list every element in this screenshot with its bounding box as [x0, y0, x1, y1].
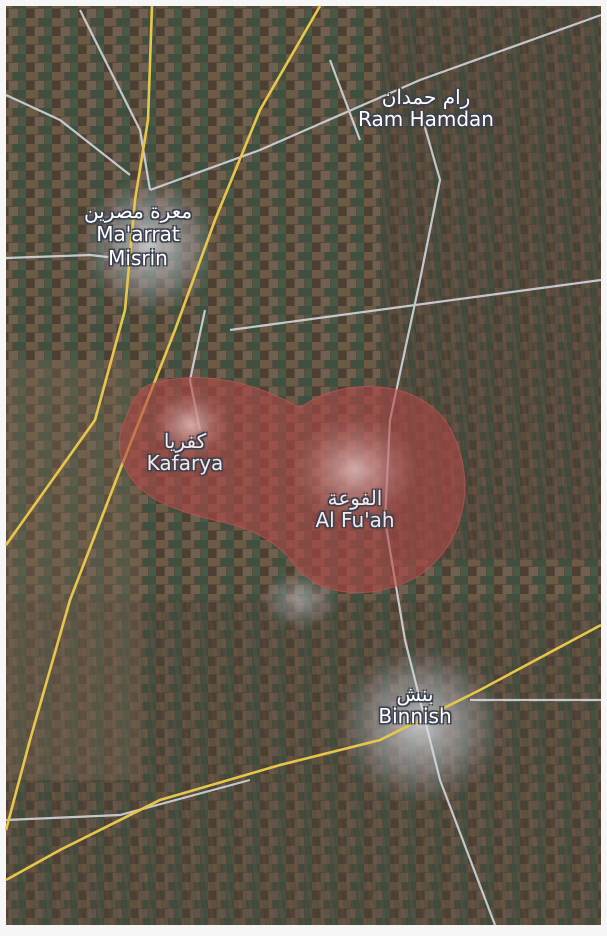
- place-label-ram-hamdan[interactable]: رام حمدان Ram Hamdan: [340, 86, 512, 131]
- place-name-english: Kafarya: [146, 451, 224, 476]
- built-area-binnish: [335, 645, 505, 805]
- place-label-al-fuah[interactable]: الفوعة Al Fu'ah: [290, 487, 420, 532]
- built-area-maarrat-misrin: [80, 175, 220, 315]
- place-label-binnish[interactable]: بنش Binnish: [355, 683, 475, 728]
- place-name-arabic: بنش: [396, 682, 434, 706]
- place-label-kafarya[interactable]: كفريا Kafarya: [120, 430, 250, 475]
- place-name-arabic: الفوعة: [327, 486, 383, 510]
- minor-roads: [5, 9, 602, 926]
- top-border: [0, 0, 607, 6]
- place-name-english: Ma'arrat Misrin: [96, 222, 180, 271]
- place-name-arabic: كفريا: [163, 429, 207, 453]
- place-name-english: Al Fu'ah: [315, 508, 395, 533]
- place-label-maarrat-misrin[interactable]: معرة مصرين Ma'arrat Misrin: [58, 199, 218, 271]
- place-name-arabic: رام حمدان: [381, 85, 471, 109]
- built-area-al-fuah: [290, 415, 420, 525]
- bottom-border: [0, 925, 607, 936]
- place-name-arabic: معرة مصرين: [83, 199, 193, 223]
- right-border: [601, 0, 607, 936]
- built-area-kafarya: [150, 390, 230, 460]
- terrain-strips-south: [0, 600, 607, 936]
- place-name-english: Ram Hamdan: [358, 107, 494, 132]
- left-border: [0, 0, 6, 936]
- terrain-west: [0, 360, 140, 780]
- place-name-english: Binnish: [378, 704, 452, 729]
